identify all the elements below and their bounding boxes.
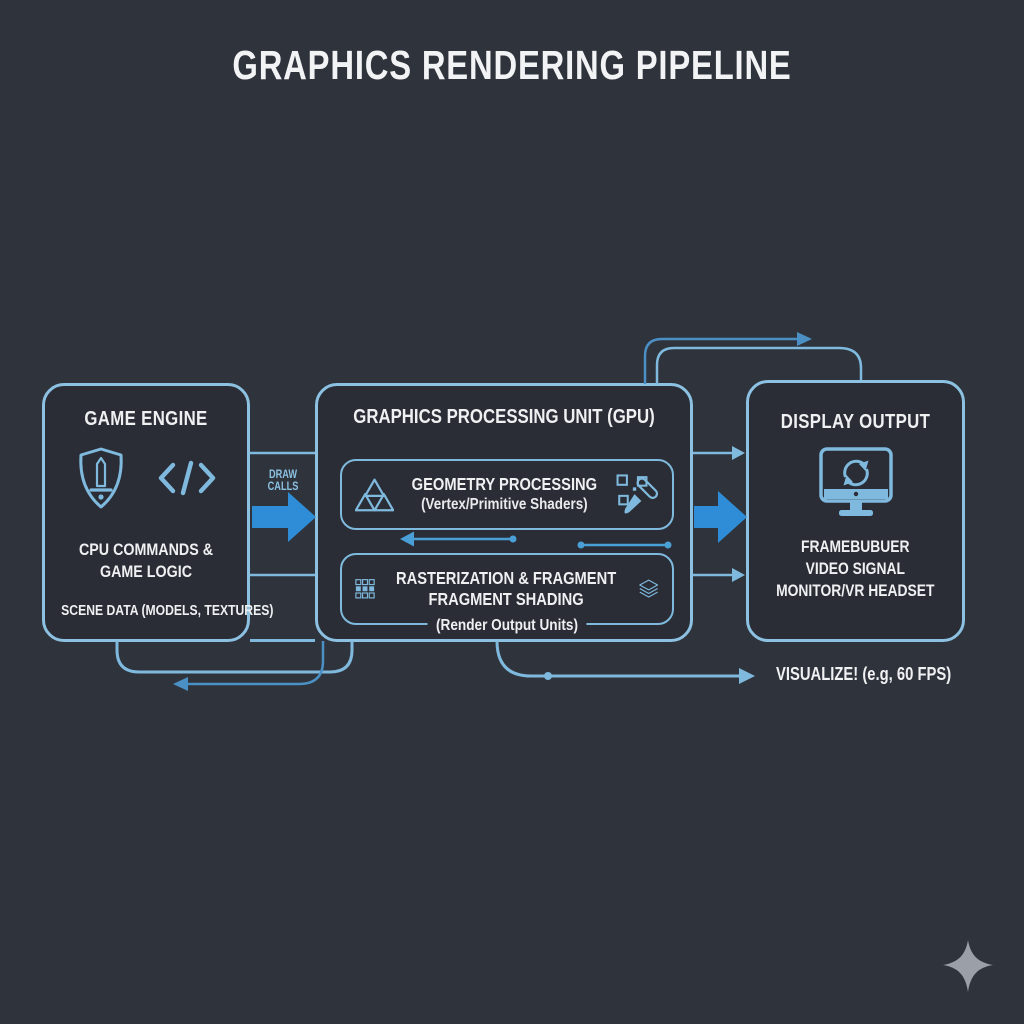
display-output-lines: FRAMEBUBUER VIDEO SIGNAL MONITOR/VR HEAD… (761, 536, 950, 602)
top-curve-arrowhead (797, 332, 812, 346)
gpu-title: GRAPHICS PROCESSING UNIT (GPU) (353, 406, 655, 428)
geometry-title: GEOMETRY PROCESSING (411, 474, 598, 494)
display-output-title: DISPLAY OUTPUT (780, 411, 931, 433)
game-engine-box: GAME ENGINE CPU COMMANDS & GAME LOGIC SC… (42, 383, 274, 642)
monitor-refresh-icon (818, 447, 893, 516)
game-engine-title: GAME ENGINE (84, 408, 208, 430)
gpu-display-thick-arrow (694, 491, 747, 543)
visualize-arrowhead (739, 668, 755, 684)
geometry-processing-box: GEOMETRY PROCESSING (Vertex/Primitive Sh… (340, 459, 674, 530)
geometry-subtitle: (Vertex/Primitive Shaders) (421, 496, 588, 513)
bottom-loop-inner (115, 641, 354, 674)
display-output-line3: MONITOR/VR HEADSET (776, 582, 935, 600)
gpu-display-arrowhead-bottom (732, 568, 745, 582)
top-curve-outer (643, 337, 798, 384)
draw-calls-label: DRAW CALLS (267, 469, 299, 493)
rasterization-box: RASTERIZATION & FRAGMENT FRAGMENT SHADIN… (340, 553, 674, 635)
bottom-loop-outer (187, 641, 325, 686)
brush-icon (616, 473, 658, 514)
gpu-box: GRAPHICS PROCESSING UNIT (GPU) GEOMETRY … (315, 383, 693, 642)
shield-sword-icon (79, 447, 123, 509)
code-icon (158, 460, 216, 496)
draw-calls-arrow (252, 492, 316, 542)
game-engine-line2: GAME LOGIC (99, 562, 193, 581)
rasterization-line2: FRAGMENT SHADING (428, 589, 585, 609)
pixel-grid-icon (355, 579, 375, 599)
rasterization-text: RASTERIZATION & FRAGMENT FRAGMENT SHADIN… (375, 568, 637, 610)
display-output-box: DISPLAY OUTPUT FRAMEBUBUER VIDEO SIGNAL … (746, 380, 965, 642)
top-curve-inner (655, 346, 863, 384)
gpu-display-arrowhead-top (732, 446, 745, 460)
display-output-line2: VIDEO SIGNAL (805, 560, 906, 578)
layers-icon (638, 579, 658, 598)
page-title: GRAPHICS RENDERING PIPELINE (232, 42, 792, 88)
display-output-line1: FRAMEBUBUER (801, 538, 910, 556)
game-engine-line1: CPU COMMANDS & (78, 540, 214, 559)
rasterization-line1: RASTERIZATION & FRAGMENT (396, 568, 617, 588)
game-engine-icons (76, 445, 216, 511)
sparkle-icon (943, 940, 993, 992)
geometry-text: GEOMETRY PROCESSING (Vertex/Primitive Sh… (394, 474, 615, 515)
bottom-loop-arrowhead (173, 677, 188, 691)
triangles-icon (355, 478, 395, 511)
visualize-label: VISUALIZE! (e.g, 60 FPS) (776, 663, 952, 684)
game-engine-line3: SCENE DATA (MODELS, TEXTURES) (61, 603, 274, 619)
visualize-dot (544, 672, 552, 680)
rasterization-subtitle: (Render Output Units) (427, 617, 587, 635)
visualize-arrow (495, 640, 740, 678)
